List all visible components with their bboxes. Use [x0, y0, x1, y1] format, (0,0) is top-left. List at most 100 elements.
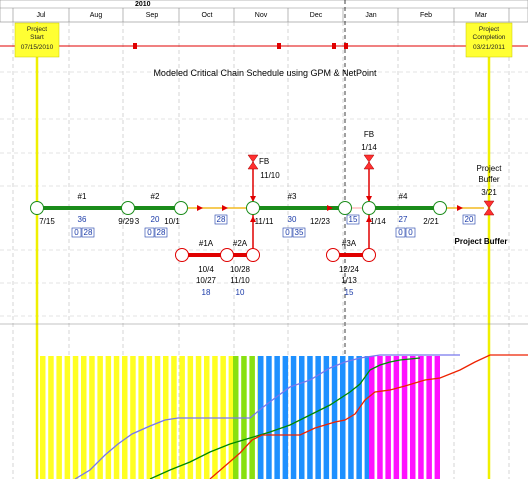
svg-text:1/13: 1/13: [341, 276, 357, 285]
resource-bar: [97, 356, 103, 479]
svg-text:#1A: #1A: [199, 239, 214, 248]
resource-bar: [282, 356, 289, 479]
svg-text:36: 36: [78, 215, 87, 224]
svg-text:1/14: 1/14: [370, 217, 386, 226]
svg-text:#2: #2: [151, 192, 160, 201]
svg-text:18: 18: [202, 288, 211, 297]
resource-bar: [89, 356, 95, 479]
svg-text:0: 0: [285, 228, 290, 237]
svg-text:12/23: 12/23: [310, 217, 331, 226]
feeding-buffer-icon: [247, 154, 495, 216]
resource-bar: [393, 356, 400, 479]
month-label: Oct: [202, 12, 213, 19]
svg-text:Project: Project: [477, 164, 503, 173]
svg-text:28: 28: [84, 228, 93, 237]
resource-bar: [40, 356, 46, 479]
resource-bar: [410, 356, 416, 479]
svg-text:3/21: 3/21: [481, 188, 497, 197]
svg-text:28: 28: [157, 228, 166, 237]
month-label: Aug: [90, 12, 103, 19]
month-label: Nov: [255, 12, 268, 19]
resource-bar: [315, 356, 321, 479]
month-label: Mar: [475, 12, 488, 19]
svg-text:15: 15: [345, 288, 354, 297]
summary-bar: [0, 43, 528, 49]
horizontal-guides: [0, 71, 528, 317]
resource-bar: [113, 356, 120, 479]
project-start-tag: Project Start 07/15/2010: [14, 22, 60, 58]
svg-text:35: 35: [295, 228, 304, 237]
month-label: Feb: [420, 12, 432, 19]
svg-text:#2A: #2A: [233, 239, 248, 248]
svg-text:3: 3: [135, 217, 140, 226]
svg-text:28: 28: [217, 215, 226, 224]
svg-text:Project Buffer: Project Buffer: [455, 237, 508, 246]
resource-bar: [307, 356, 313, 479]
svg-text:30: 30: [288, 215, 297, 224]
resource-bar: [348, 356, 354, 479]
resource-bar: [290, 356, 297, 479]
svg-text:2/21: 2/21: [423, 217, 439, 226]
resource-bar: [81, 356, 87, 479]
resource-bar: [377, 356, 383, 479]
resource-bar: [418, 356, 424, 479]
month-label: Sep: [146, 12, 159, 19]
svg-text:10/1: 10/1: [164, 217, 180, 226]
resource-bar: [364, 356, 369, 479]
svg-text:10/27: 10/27: [196, 276, 217, 285]
svg-text:#3: #3: [288, 192, 297, 201]
svg-text:FB: FB: [259, 157, 269, 166]
svg-text:FB: FB: [364, 130, 374, 139]
resource-bar: [331, 356, 338, 479]
resource-bar: [154, 356, 161, 479]
curve-series-3: [209, 354, 528, 479]
svg-text:0: 0: [147, 228, 152, 237]
svg-text:7/15: 7/15: [39, 217, 55, 226]
svg-text:#4: #4: [399, 192, 408, 201]
resource-bar: [369, 356, 375, 479]
svg-text:0: 0: [398, 228, 403, 237]
svg-text:Project: Project: [479, 26, 499, 33]
month-label: Dec: [310, 12, 323, 19]
svg-text:0: 0: [74, 228, 79, 237]
svg-text:#3A: #3A: [342, 239, 357, 248]
project-buffer-labels: Project Buffer Project Buffer: [455, 164, 508, 246]
resource-bar: [105, 356, 112, 479]
svg-text:1/14: 1/14: [361, 143, 377, 152]
resource-bar: [266, 356, 272, 479]
svg-text:Buffer: Buffer: [478, 175, 500, 184]
resource-bar: [434, 356, 440, 479]
resource-bar: [323, 356, 330, 479]
curve-series-1: [74, 354, 460, 479]
resource-bar: [56, 356, 62, 479]
svg-text:10/28: 10/28: [230, 265, 251, 274]
float-boxes: [71, 214, 476, 238]
svg-text:Start: Start: [30, 34, 44, 41]
nodes: [30, 201, 447, 262]
resource-bar: [299, 356, 305, 479]
resource-bar: [340, 356, 346, 479]
resource-bar: [385, 356, 391, 479]
month-label: Jul: [37, 12, 46, 19]
date-labels: 7/15 9/29 3 10/1 11/11 12/23 1/14 2/21 3…: [39, 143, 497, 285]
resource-bar: [171, 356, 177, 479]
flow-arrows: [197, 205, 463, 211]
svg-text:20: 20: [151, 215, 160, 224]
month-label: Jan: [365, 12, 376, 19]
svg-text:15: 15: [349, 215, 358, 224]
resource-bar: [48, 356, 54, 479]
svg-text:11/10: 11/10: [230, 276, 250, 285]
svg-text:11/11: 11/11: [255, 217, 274, 226]
resource-bar: [274, 356, 280, 479]
svg-text:10: 10: [236, 288, 245, 297]
svg-text:Completion: Completion: [473, 34, 506, 41]
resource-bar: [130, 356, 136, 479]
project-completion-tag: Project Completion 03/21/2011: [465, 22, 513, 58]
resource-bar: [72, 356, 79, 479]
resource-bar: [426, 356, 432, 479]
resource-bar: [258, 356, 264, 479]
svg-text:03/21/2011: 03/21/2011: [473, 44, 505, 51]
curve-series-2: [149, 357, 421, 479]
duration-labels: 36 20 30 27 18 10 15: [78, 215, 408, 297]
